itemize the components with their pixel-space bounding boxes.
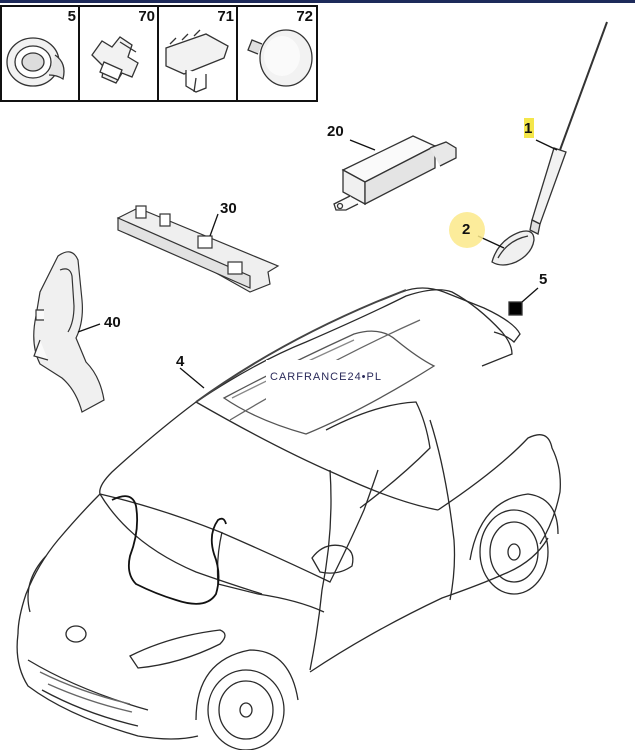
callout-2: 2 bbox=[462, 221, 471, 238]
leader-lines bbox=[77, 139, 558, 389]
watermark: CARFRANCE24•PL bbox=[266, 360, 381, 400]
callout-1-highlight bbox=[524, 118, 534, 138]
inset-number-5: 5 bbox=[67, 8, 76, 25]
header-bar bbox=[0, 0, 635, 3]
grommet-cap-icon bbox=[247, 29, 313, 87]
callout-5: 5 bbox=[539, 271, 548, 288]
amplifier-module bbox=[333, 135, 457, 211]
connector-bracket bbox=[116, 205, 280, 293]
ring-nut-icon bbox=[6, 37, 65, 87]
inset-parts-table bbox=[0, 5, 318, 102]
inset-number-70: 70 bbox=[138, 8, 155, 25]
connector-clip-icon bbox=[165, 29, 229, 93]
antenna-assembly bbox=[491, 21, 608, 316]
callout-1: 1 bbox=[524, 120, 533, 137]
watermark-text: CARFRANCE24•PL bbox=[270, 371, 382, 383]
cable-clip-icon bbox=[91, 36, 139, 84]
callout-40: 40 bbox=[104, 314, 121, 331]
cable-guide bbox=[33, 251, 105, 413]
inset-number-72: 72 bbox=[296, 8, 313, 25]
callout-4: 4 bbox=[176, 353, 185, 370]
callout-20: 20 bbox=[327, 123, 344, 140]
inset-number-71: 71 bbox=[217, 8, 234, 25]
car-illustration bbox=[16, 287, 561, 751]
callout-30: 30 bbox=[220, 200, 237, 217]
callout-2-highlight bbox=[449, 212, 485, 248]
